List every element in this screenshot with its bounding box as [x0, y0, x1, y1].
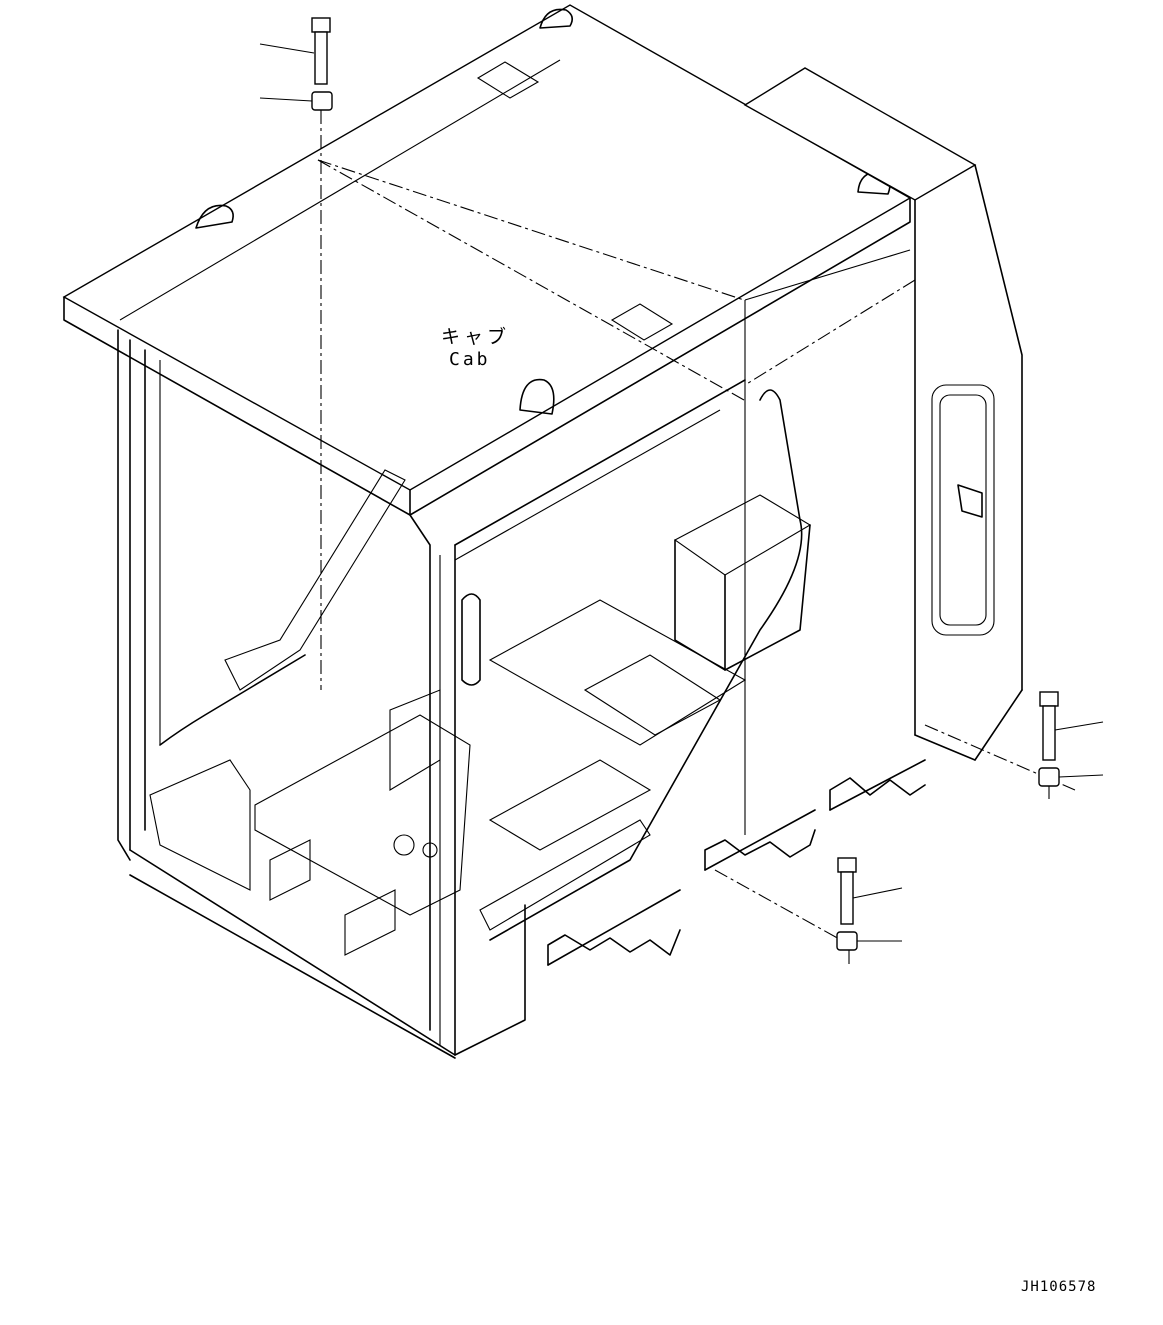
drawing-number: JH106578 — [1021, 1279, 1097, 1295]
cab-roof — [62, 4, 912, 516]
cab-label-english: Cab — [449, 349, 491, 370]
cab-left-side — [117, 329, 456, 1059]
bolt-icon — [837, 857, 903, 925]
nut-icon — [836, 931, 902, 951]
floor-mount-brackets — [547, 724, 1076, 966]
cab-label-japanese: キャブ — [441, 326, 511, 348]
nut-icon — [1038, 767, 1104, 787]
bolt-icon — [259, 17, 331, 85]
bolt-icon — [1039, 691, 1104, 761]
nut-icon — [259, 91, 333, 111]
cab-rear-section — [743, 67, 1023, 835]
cab-front-frame — [409, 379, 746, 1056]
cab-floor-frame — [149, 389, 812, 956]
installation-guide-lines — [320, 110, 1050, 965]
